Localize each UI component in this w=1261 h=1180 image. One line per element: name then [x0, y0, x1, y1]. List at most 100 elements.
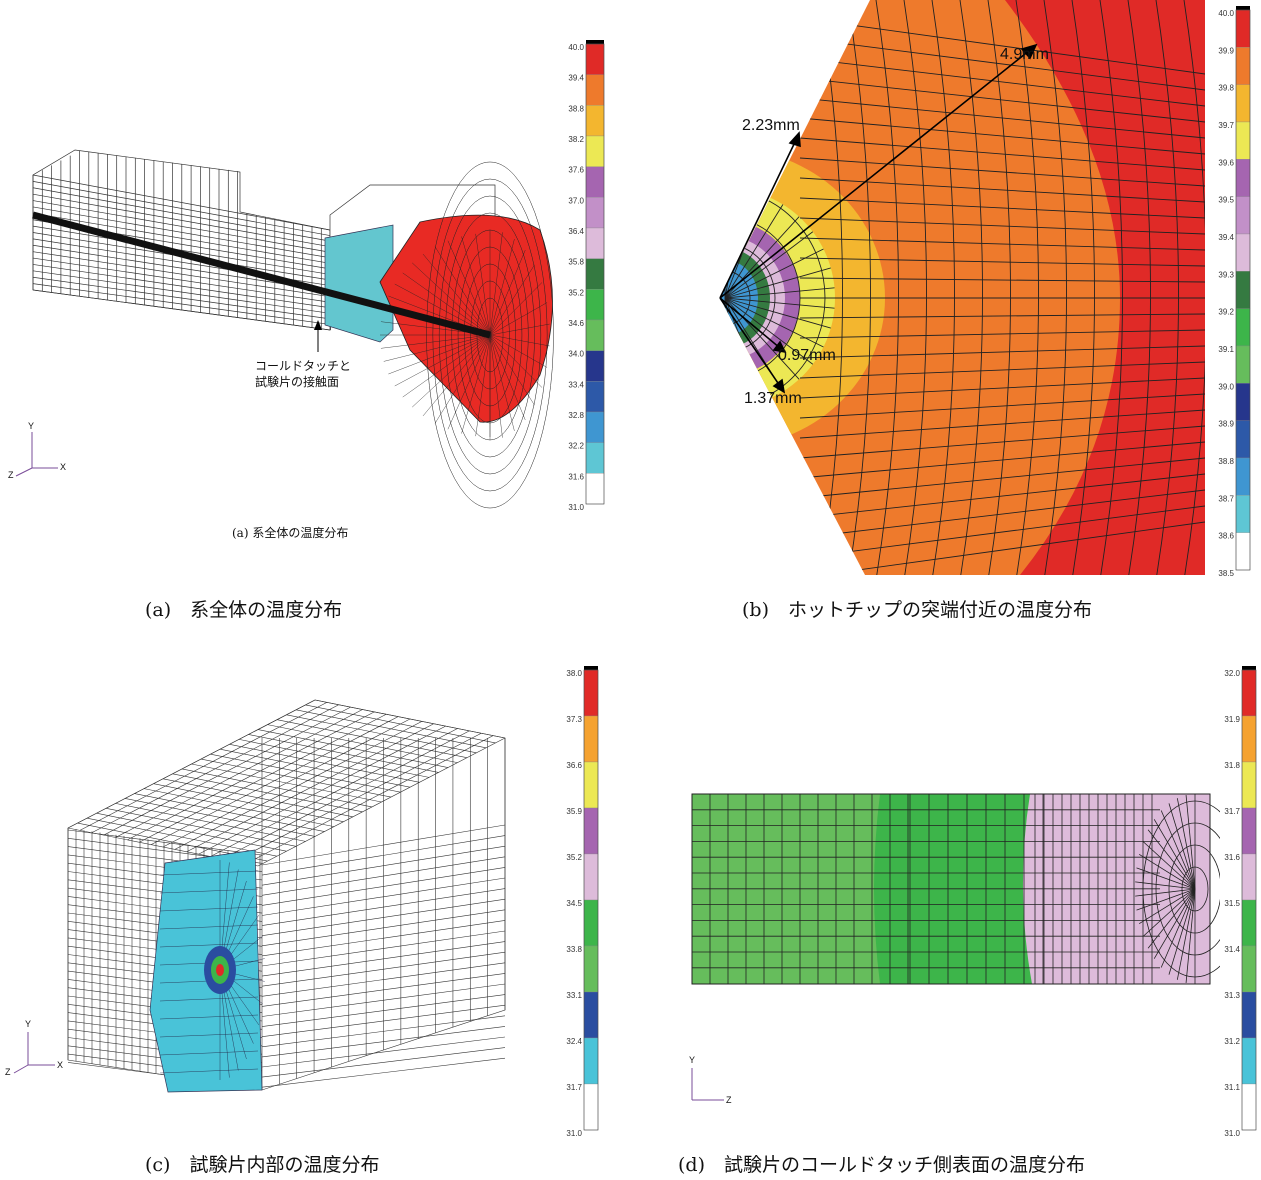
color-scale-a: 40.039.438.838.237.637.036.435.835.234.6… — [568, 40, 605, 510]
scale-tick-label: 31.7 — [566, 1083, 582, 1092]
scale-tick-label: 39.3 — [1218, 270, 1234, 279]
scale-swatch — [585, 442, 605, 474]
scale-tick-label: 38.5 — [1218, 569, 1234, 576]
scale-swatch — [1235, 121, 1251, 160]
scale-tick-label: 35.2 — [568, 288, 584, 297]
axis-z-label-d: Z — [726, 1095, 732, 1105]
scale-tick-label: 35.2 — [566, 853, 582, 862]
scale-tick-label: 31.0 — [566, 1129, 582, 1136]
scale-tick-label: 39.2 — [1218, 308, 1234, 317]
scale-tick-label: 31.9 — [1224, 715, 1240, 724]
scale-tick-label: 38.6 — [1218, 532, 1234, 541]
probe-rod — [32, 211, 491, 339]
scale-tick-label: 40.0 — [568, 43, 584, 52]
scale-tick-label: 33.4 — [568, 380, 584, 389]
scale-swatch — [583, 853, 599, 901]
scale-swatch — [1241, 807, 1257, 855]
scale-swatch — [1235, 308, 1251, 347]
scale-tick-label: 38.0 — [566, 669, 582, 678]
scale-swatch — [583, 807, 599, 855]
axis-y-label-c: Y — [25, 1019, 32, 1029]
scale-swatch — [1241, 853, 1257, 901]
annotation-line-2: 試験片の接触面 — [255, 375, 340, 389]
scale-swatch — [583, 991, 599, 1039]
caption-a: (a) 系全体の温度分布 — [145, 599, 343, 621]
scale-tick-label: 39.7 — [1218, 121, 1234, 130]
scale-swatch — [1235, 47, 1251, 85]
color-scale-c: 38.037.336.635.935.234.533.833.132.431.7… — [566, 666, 599, 1136]
specimen-3d-mesh — [67, 699, 506, 1091]
scale-swatch — [1241, 1037, 1257, 1085]
scale-tick-label: 32.4 — [566, 1037, 582, 1046]
scale-tick-label: 39.1 — [1218, 345, 1234, 354]
scale-swatch — [583, 715, 599, 763]
panel-d-figure — [691, 793, 1220, 1101]
scale-swatch — [585, 411, 605, 443]
scale-tick-label: 38.2 — [568, 135, 584, 144]
scale-tick-label: 38.8 — [568, 104, 584, 113]
panel-a-figure — [15, 149, 554, 509]
scale-swatch — [583, 1083, 599, 1131]
dim-label-1-37: 1.37mm — [744, 390, 802, 407]
scale-tick-label: 36.4 — [568, 227, 584, 236]
panel-c-figure — [13, 699, 506, 1093]
scale-swatch — [585, 197, 605, 229]
scale-swatch — [1235, 271, 1251, 309]
scale-swatch — [1241, 1083, 1257, 1131]
temp-zone-red — [1005, 0, 1205, 575]
panel-a: コールドタッチと 試験片の接触面 Y X Z (a) 系全体の温度分布 40.0… — [0, 0, 620, 590]
scale-swatch — [585, 227, 605, 259]
scale-swatch — [1241, 761, 1257, 809]
scale-swatch — [1235, 233, 1251, 272]
axis-z-label-c: Z — [5, 1067, 11, 1077]
color-scale-d: 32.031.931.831.731.631.531.431.331.231.1… — [1224, 666, 1257, 1136]
scale-swatch — [585, 319, 605, 351]
scale-tick-label: 39.9 — [1218, 46, 1234, 55]
panel-a-inner-caption: (a) 系全体の温度分布 — [232, 526, 349, 540]
scale-tick-label: 39.6 — [1218, 158, 1234, 167]
annotation-line-1: コールドタッチと — [255, 359, 352, 373]
panel-b-figure — [719, 0, 1205, 575]
scale-swatch — [585, 74, 605, 106]
scale-tick-label: 32.2 — [568, 442, 584, 451]
scale-swatch — [585, 381, 605, 413]
axis-y-label-d: Y — [689, 1055, 696, 1065]
scale-tick-label: 34.6 — [568, 319, 584, 328]
scale-tick-label: 31.1 — [1224, 1083, 1240, 1092]
scale-tick-label: 34.0 — [568, 350, 584, 359]
scale-swatch — [1235, 345, 1251, 384]
scale-tick-label: 34.5 — [566, 899, 582, 908]
scale-swatch — [1235, 9, 1251, 48]
scale-swatch — [583, 1037, 599, 1085]
scale-swatch — [583, 669, 599, 717]
scale-swatch — [1235, 420, 1251, 459]
hot-tip — [379, 161, 554, 509]
scale-tick-label: 40.0 — [1218, 9, 1234, 18]
scale-swatch — [1235, 196, 1251, 235]
scale-swatch — [585, 289, 605, 321]
scale-swatch — [585, 43, 605, 75]
scale-swatch — [583, 945, 599, 993]
scale-swatch — [583, 761, 599, 809]
scale-swatch — [1241, 899, 1257, 947]
caption-c: (c) 試験片内部の温度分布 — [145, 1154, 380, 1176]
axis-x-label-c: X — [57, 1060, 64, 1070]
scale-swatch — [1235, 84, 1251, 123]
scale-swatch — [1235, 383, 1251, 421]
scale-tick-label: 31.6 — [568, 472, 584, 481]
contact-arrow-head — [314, 320, 322, 330]
scale-tick-label: 31.4 — [1224, 945, 1240, 954]
scale-tick-label: 32.8 — [568, 411, 584, 420]
scale-tick-label: 31.8 — [1224, 761, 1240, 770]
scale-swatch — [1235, 159, 1251, 197]
scale-tick-label: 39.4 — [568, 74, 584, 83]
scale-tick-label: 38.8 — [1218, 457, 1234, 466]
scale-tick-label: 37.6 — [568, 166, 584, 175]
axis-z-label: Z — [8, 470, 14, 480]
caption-d: (d) 試験片のコールドタッチ側表面の温度分布 — [678, 1154, 1085, 1176]
scale-tick-label: 31.5 — [1224, 899, 1240, 908]
scale-swatch — [1235, 532, 1251, 571]
dimension-arrows — [719, 43, 1038, 394]
